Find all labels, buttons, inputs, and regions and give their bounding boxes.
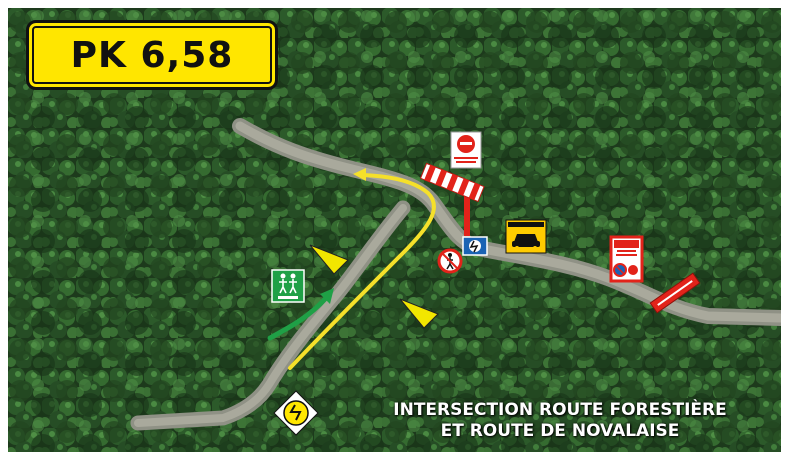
- caption-line-2: ET ROUTE DE NOVALAISE: [440, 421, 680, 441]
- route-arrow: [288, 168, 436, 370]
- stop-sign-icon: [450, 131, 482, 169]
- no-pedestrians-icon: [437, 248, 463, 274]
- no-parking-icon: [609, 235, 644, 283]
- car-icon: [505, 219, 547, 254]
- novalaise-road: [130, 200, 411, 431]
- caption-line-1: INTERSECTION ROUTE FORESTIÈRE: [393, 400, 727, 420]
- barrier: [419, 162, 485, 236]
- aerial-map: PK 6,58 INTERSECTION ROUTE FORESTIÈRE ET…: [8, 8, 781, 452]
- pk-marker-text: PK 6,58: [70, 34, 234, 76]
- pedestrian-path-arrow: [267, 288, 334, 341]
- map-caption: INTERSECTION ROUTE FORESTIÈRE ET ROUTE D…: [340, 400, 780, 442]
- forest-road: [232, 118, 781, 326]
- pedestrians-icon: [271, 269, 305, 303]
- dangerous-bend-icon: [273, 390, 319, 436]
- direction-marker-lower: [399, 298, 439, 329]
- slippery-road-icon: [462, 236, 488, 256]
- pk-marker-sign: PK 6,58: [26, 20, 278, 90]
- direction-marker-upper: [309, 244, 349, 275]
- road-closed-sign: [649, 272, 701, 314]
